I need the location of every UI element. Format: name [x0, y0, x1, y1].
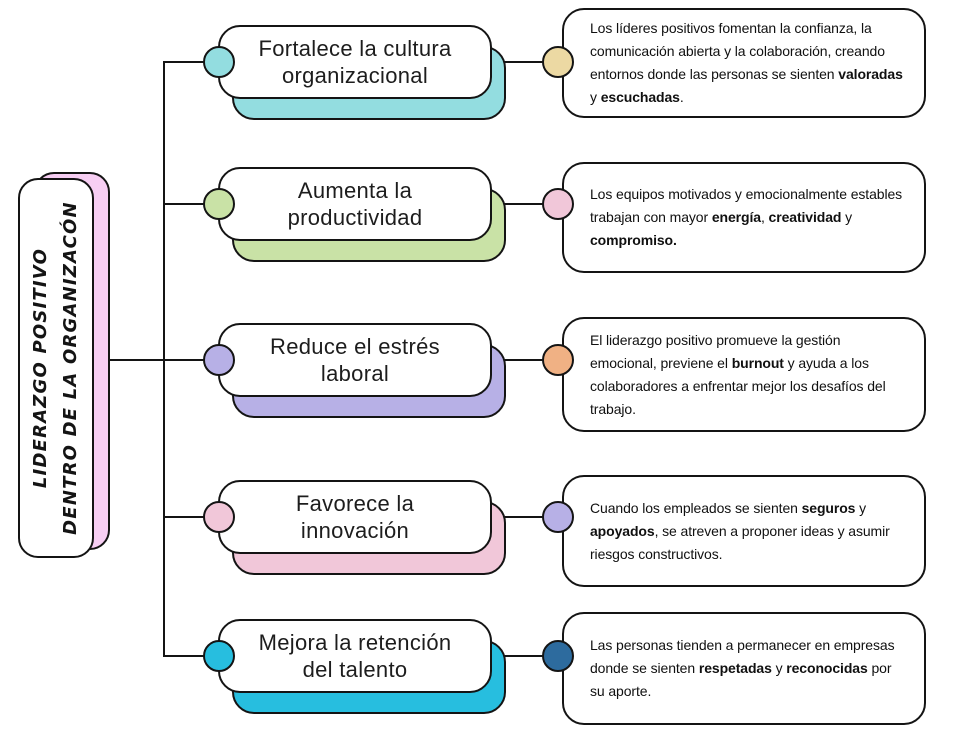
- branch-4-connector-line: [163, 516, 213, 518]
- description-3-connector-line: [498, 359, 544, 361]
- description-box-2: Los equipos motivados y emocionalmente e…: [562, 162, 926, 273]
- topic-node-2: Aumenta la productividad: [218, 167, 492, 241]
- description-4-connector-line: [498, 516, 544, 518]
- description-2-connector-line: [498, 203, 544, 205]
- description-3-dot: [542, 344, 574, 376]
- description-box-5: Las personas tienden a permanecer en emp…: [562, 612, 926, 725]
- topic-node-3: Reduce el estrés laboral: [218, 323, 492, 397]
- description-1-connector-line: [498, 61, 544, 63]
- description-box-1: Los líderes positivos fomentan la confia…: [562, 8, 926, 118]
- topic-node-1-label: Fortalece la cultura organizacional: [258, 36, 452, 88]
- topic-node-5: Mejora la retención del talento: [218, 619, 492, 693]
- topic-node-4-dot: [203, 501, 235, 533]
- root-node: LIDERAZGO POSITIVO DENTRO DE LA ORGANIZA…: [18, 178, 94, 558]
- root-title-line-1: LIDERAZGO POSITIVO: [30, 247, 51, 489]
- topic-node-4-label: Favorece la innovación: [295, 491, 415, 543]
- topic-node-1-dot: [203, 46, 235, 78]
- description-3-text: El liderazgo positivo promueve la gestió…: [590, 331, 886, 417]
- description-1-text: Los líderes positivos fomentan la confia…: [590, 20, 903, 105]
- description-2-text: Los equipos motivados y emocionalmente e…: [590, 186, 903, 248]
- description-4-text: Cuando los empleados se sienten seguros …: [590, 499, 890, 562]
- description-box-4: Cuando los empleados se sienten seguros …: [562, 475, 926, 587]
- root-title: LIDERAZGO POSITIVO DENTRO DE LA ORGANIZA…: [26, 201, 86, 535]
- description-4-dot: [542, 501, 574, 533]
- topic-node-5-label: Mejora la retención del talento: [258, 630, 452, 682]
- description-5-text: Las personas tienden a permanecer en emp…: [590, 637, 895, 699]
- topic-node-4: Favorece la innovación: [218, 480, 492, 554]
- branch-5-connector-line: [163, 655, 213, 657]
- description-box-3: El liderazgo positivo promueve la gestió…: [562, 317, 926, 432]
- topic-node-1: Fortalece la cultura organizacional: [218, 25, 492, 99]
- topic-node-2-label: Aumenta la productividad: [287, 178, 423, 230]
- description-1-dot: [542, 46, 574, 78]
- description-5-connector-line: [498, 655, 544, 657]
- branch-3-connector-line: [108, 359, 213, 361]
- topic-node-2-dot: [203, 188, 235, 220]
- topic-node-3-dot: [203, 344, 235, 376]
- topic-node-5-dot: [203, 640, 235, 672]
- topic-node-3-label: Reduce el estrés laboral: [270, 334, 440, 386]
- description-2-dot: [542, 188, 574, 220]
- description-5-dot: [542, 640, 574, 672]
- branch-2-connector-line: [163, 203, 213, 205]
- root-title-line-2: DENTRO DE LA ORGANIZACÓN: [60, 201, 81, 535]
- branch-1-connector-line: [163, 61, 213, 63]
